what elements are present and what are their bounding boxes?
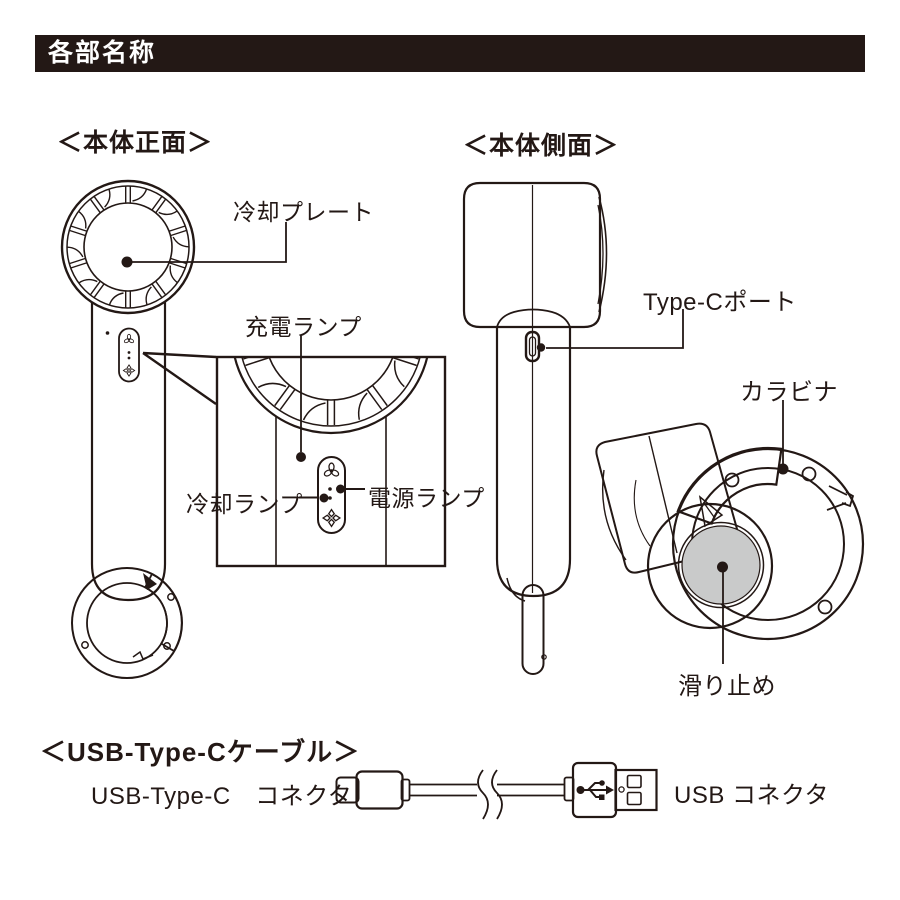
cooling-plate-callout-dot [121, 256, 133, 268]
type-c-plug [335, 770, 411, 810]
type-c-callout-dot [536, 343, 546, 352]
cable-break [477, 769, 489, 820]
leader-line [336, 484, 365, 494]
anti-slip-callout-dot [717, 561, 728, 573]
carabiner-gate-front [81, 572, 183, 660]
label-cooling-plate: 冷却プレート [233, 199, 374, 225]
fan-head-front [60, 179, 196, 315]
fan-speed-icon [322, 462, 341, 478]
side-view-heading: ＜本体側面＞ [463, 132, 620, 160]
neck-arch [496, 308, 571, 328]
carabiner-hole [801, 466, 817, 482]
label-charge-lamp: 充電ランプ [245, 314, 362, 340]
cable-line [409, 769, 565, 820]
leader-line [536, 309, 684, 352]
control-panel [105, 327, 140, 383]
front-view-drawing [60, 179, 287, 679]
banner-title: 各部名称 [48, 39, 157, 67]
plate-edge-curve [598, 196, 608, 313]
clasp-notch [826, 485, 848, 511]
indicator-lamp-dot [127, 356, 131, 360]
label-type-c-port: Type-Cポート [643, 289, 797, 316]
detail-inset-box [215, 355, 447, 568]
charge-lamp-mini-dot [105, 331, 110, 335]
usb-cable-drawing [335, 761, 658, 820]
label-power-lamp: 電源ランプ [368, 485, 485, 511]
carabiner-callout-dot [777, 463, 789, 475]
usb-trident-icon [576, 780, 614, 800]
cable-break [491, 769, 503, 820]
charge-lamp-dot [296, 452, 306, 462]
usb-a-plug [563, 761, 658, 819]
carabiner-drawing [595, 400, 865, 664]
handle-front [90, 302, 167, 602]
leader-line [299, 493, 329, 503]
plate-edge-curve [597, 204, 604, 305]
clasp-notch [841, 491, 855, 508]
leader-line [121, 222, 287, 268]
cooling-lamp-dot [319, 493, 329, 503]
inset-fan-zoom [233, 357, 429, 566]
leader-line [777, 400, 789, 475]
fan-speed-icon [123, 333, 135, 344]
cooling-plate-shape [83, 202, 173, 292]
snowflake-cooling-icon [122, 364, 136, 377]
usb-a-metal-shell [614, 768, 658, 812]
leader-line [296, 336, 306, 462]
indicator-lamp-dot [127, 351, 131, 354]
indicator-lamp-dot [328, 487, 332, 491]
handle-end-3d [595, 422, 744, 574]
power-lamp-dot [336, 484, 345, 494]
handle-side [495, 327, 572, 598]
indicator-lamp-dot [328, 496, 332, 500]
label-anti-slip: 滑り止め [678, 673, 776, 700]
side-view-drawing [462, 181, 684, 675]
detail-inset [142, 336, 447, 568]
label-cooling-lamp: 冷却ランプ [186, 491, 303, 517]
carabiner-gate-3d [676, 446, 783, 528]
zoom-wedge-lines [142, 351, 217, 405]
section-banner: 各部名称 [35, 35, 865, 72]
carabiner-hole [817, 599, 833, 615]
snowflake-cooling-icon [322, 508, 341, 528]
label-carabiner: カラビナ [740, 379, 838, 406]
leader-line [717, 561, 728, 664]
front-view-heading: ＜本体正面＞ [57, 129, 214, 157]
label-usb-type-c-connector: USB-Type-C コネクタ [91, 783, 353, 810]
cable-section-heading: ＜USB-Type-Cケーブル＞ [40, 737, 361, 767]
control-panel-zoomed [317, 456, 346, 534]
label-usb-connector: USB コネクタ [674, 782, 830, 809]
carabiner-side-shape [506, 577, 547, 675]
